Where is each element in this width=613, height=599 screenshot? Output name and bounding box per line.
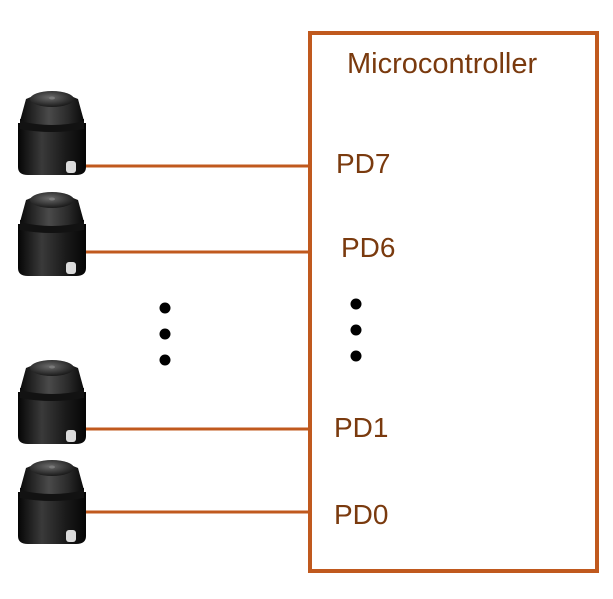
pin-label-pd0: PD0 [334, 499, 389, 530]
push-button-icon [18, 91, 86, 175]
push-button-icon [18, 460, 86, 544]
push-button-icon [18, 360, 86, 444]
microcontroller-box [308, 31, 599, 573]
pin-label-pd1: PD1 [334, 412, 389, 443]
vertical-ellipsis-icon [159, 302, 171, 366]
vertical-ellipsis-icon [350, 298, 362, 362]
pin-label-pd6: PD6 [341, 232, 396, 263]
microcontroller-title: Microcontroller [347, 48, 538, 80]
push-button-icon [18, 192, 86, 276]
pin-label-pd7: PD7 [336, 148, 391, 179]
